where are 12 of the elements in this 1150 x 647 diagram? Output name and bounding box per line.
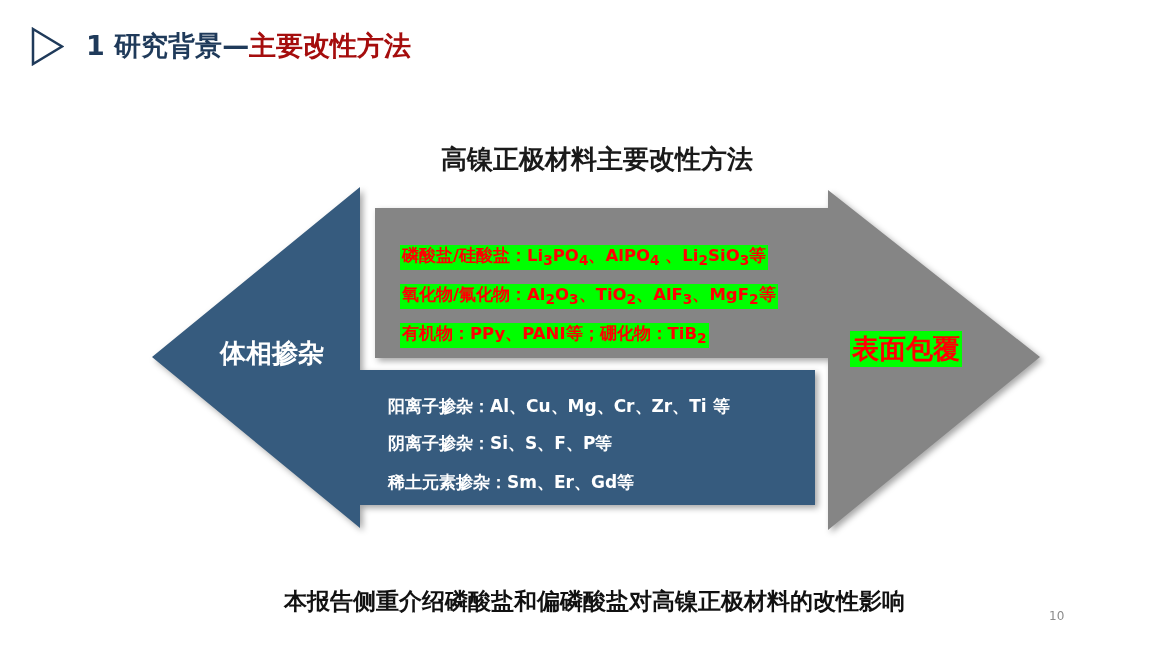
method-item: 磷酸盐/硅酸盐：Li$_{3}$PO$_{4}$、AlPO$_{4}$ 、Li$_{2}$SiO$_{3}$等 — [400, 245, 769, 271]
category-heading: 体相掺杂 — [220, 337, 324, 370]
slide-title: 1 研究背景—主要改性方法 — [86, 29, 412, 63]
method-item: 氧化物/氟化物：Al$_{2}$O$_{3}$、TiO$_{2}$、AlF$_{3}$、MgF$_{2}$等 — [400, 284, 778, 310]
page-number: 10 — [1049, 609, 1065, 623]
method-item: 阴离子掺杂：Si、S、F、P等 — [388, 433, 613, 455]
category-heading: 表面包覆 — [850, 331, 962, 367]
method-item: 有机物：PPy、PANI等；硼化物：TiB$_{2}$ — [400, 323, 709, 349]
caption: 本报告侧重介绍磷酸盐和偏磷酸盐对高镍正极材料的改性影响 — [283, 587, 905, 616]
method-item: 阳离子掺杂：Al、Cu、Mg、Cr、Zr、Ti 等 — [388, 396, 730, 418]
method-item: 稀土元素掺杂：Sm、Er、Gd等 — [388, 472, 635, 494]
diagram-heading: 高镍正极材料主要改性方法 — [441, 143, 753, 176]
